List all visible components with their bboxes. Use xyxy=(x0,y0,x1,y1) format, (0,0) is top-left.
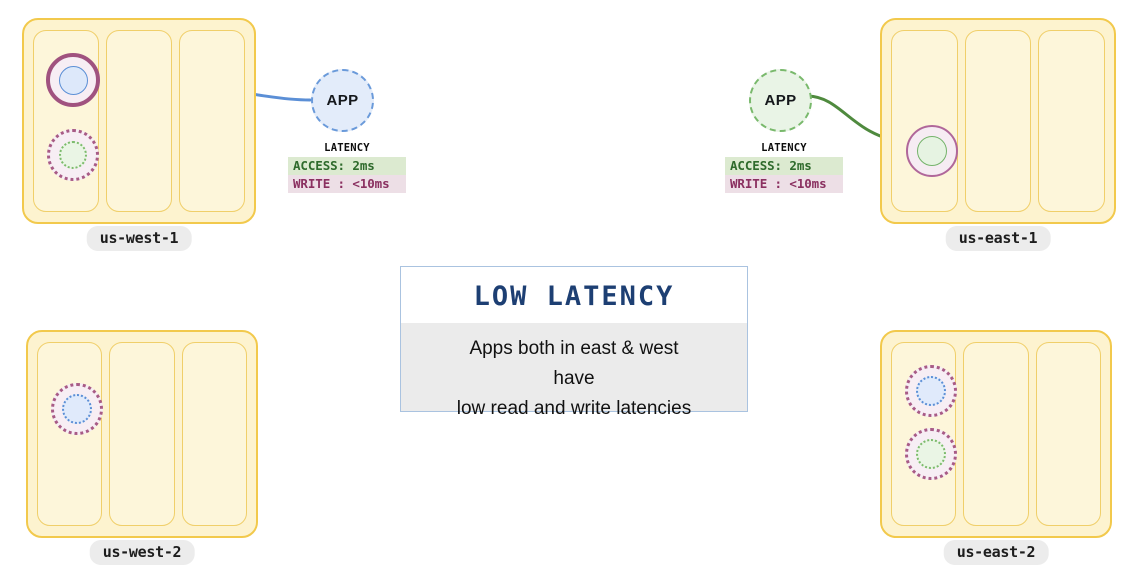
availability-zone[interactable] xyxy=(109,342,175,526)
callout-line-3: low read and write latencies xyxy=(456,398,692,419)
region-us-east-2[interactable]: us-east-2 xyxy=(880,330,1112,565)
region-label-us-east-1: us-east-1 xyxy=(945,226,1051,251)
availability-zone[interactable] xyxy=(963,342,1029,526)
replica-core xyxy=(59,141,87,169)
replica-core xyxy=(917,136,947,166)
latency-write-value: WRITE : <10ms xyxy=(288,175,406,193)
app-node-east[interactable]: APP xyxy=(749,69,812,132)
latency-panel-east: LATENCY ACCESS: 2ms WRITE : <10ms xyxy=(725,142,843,193)
availability-zone[interactable] xyxy=(179,30,245,212)
region-label-us-east-2: us-east-2 xyxy=(943,540,1049,565)
availability-zone[interactable] xyxy=(106,30,172,212)
region-us-east-1[interactable]: us-east-1 xyxy=(880,18,1116,251)
app-label: APP xyxy=(326,92,359,109)
region-us-west-2[interactable]: us-west-2 xyxy=(26,330,258,565)
availability-zone[interactable] xyxy=(891,342,957,526)
availability-zone[interactable] xyxy=(181,342,247,526)
replica-primary-green[interactable] xyxy=(906,125,958,177)
app-node-west[interactable]: APP xyxy=(311,69,374,132)
replica-secondary-green[interactable] xyxy=(47,129,99,181)
latency-write-value: WRITE : <10ms xyxy=(725,175,843,193)
callout-title: LOW LATENCY xyxy=(401,267,747,323)
latency-title: LATENCY xyxy=(324,142,370,154)
replica-secondary-blue[interactable] xyxy=(51,383,103,435)
availability-zone[interactable] xyxy=(37,342,103,526)
availability-zone[interactable] xyxy=(33,30,100,212)
latency-panel-west: LATENCY ACCESS: 2ms WRITE : <10ms xyxy=(288,142,406,193)
callout-line-1: Apps both in east & west xyxy=(469,338,679,359)
replica-core xyxy=(58,65,88,95)
region-label-us-west-1: us-west-1 xyxy=(86,226,192,251)
latency-access-value: ACCESS: 2ms xyxy=(288,157,406,175)
availability-zone[interactable] xyxy=(891,30,958,212)
replica-secondary-blue[interactable] xyxy=(905,365,957,417)
availability-zone[interactable] xyxy=(964,30,1032,212)
replica-core xyxy=(916,376,946,406)
replica-core xyxy=(916,439,946,469)
callout-low-latency: LOW LATENCY Apps both in east & west hav… xyxy=(400,266,748,419)
region-label-us-west-2: us-west-2 xyxy=(89,540,195,565)
region-us-west-1[interactable]: us-west-1 xyxy=(22,18,256,251)
latency-title: LATENCY xyxy=(761,142,807,154)
app-label: APP xyxy=(764,92,797,109)
callout-line-2: have xyxy=(553,368,595,389)
availability-zone[interactable] xyxy=(1035,342,1101,526)
latency-access-value: ACCESS: 2ms xyxy=(725,157,843,175)
replica-secondary-green[interactable] xyxy=(905,428,957,480)
replica-core xyxy=(62,394,92,424)
callout-body: Apps both in east & west have low read a… xyxy=(401,323,747,438)
availability-zone[interactable] xyxy=(1038,30,1106,212)
replica-primary-blue[interactable] xyxy=(46,53,100,107)
